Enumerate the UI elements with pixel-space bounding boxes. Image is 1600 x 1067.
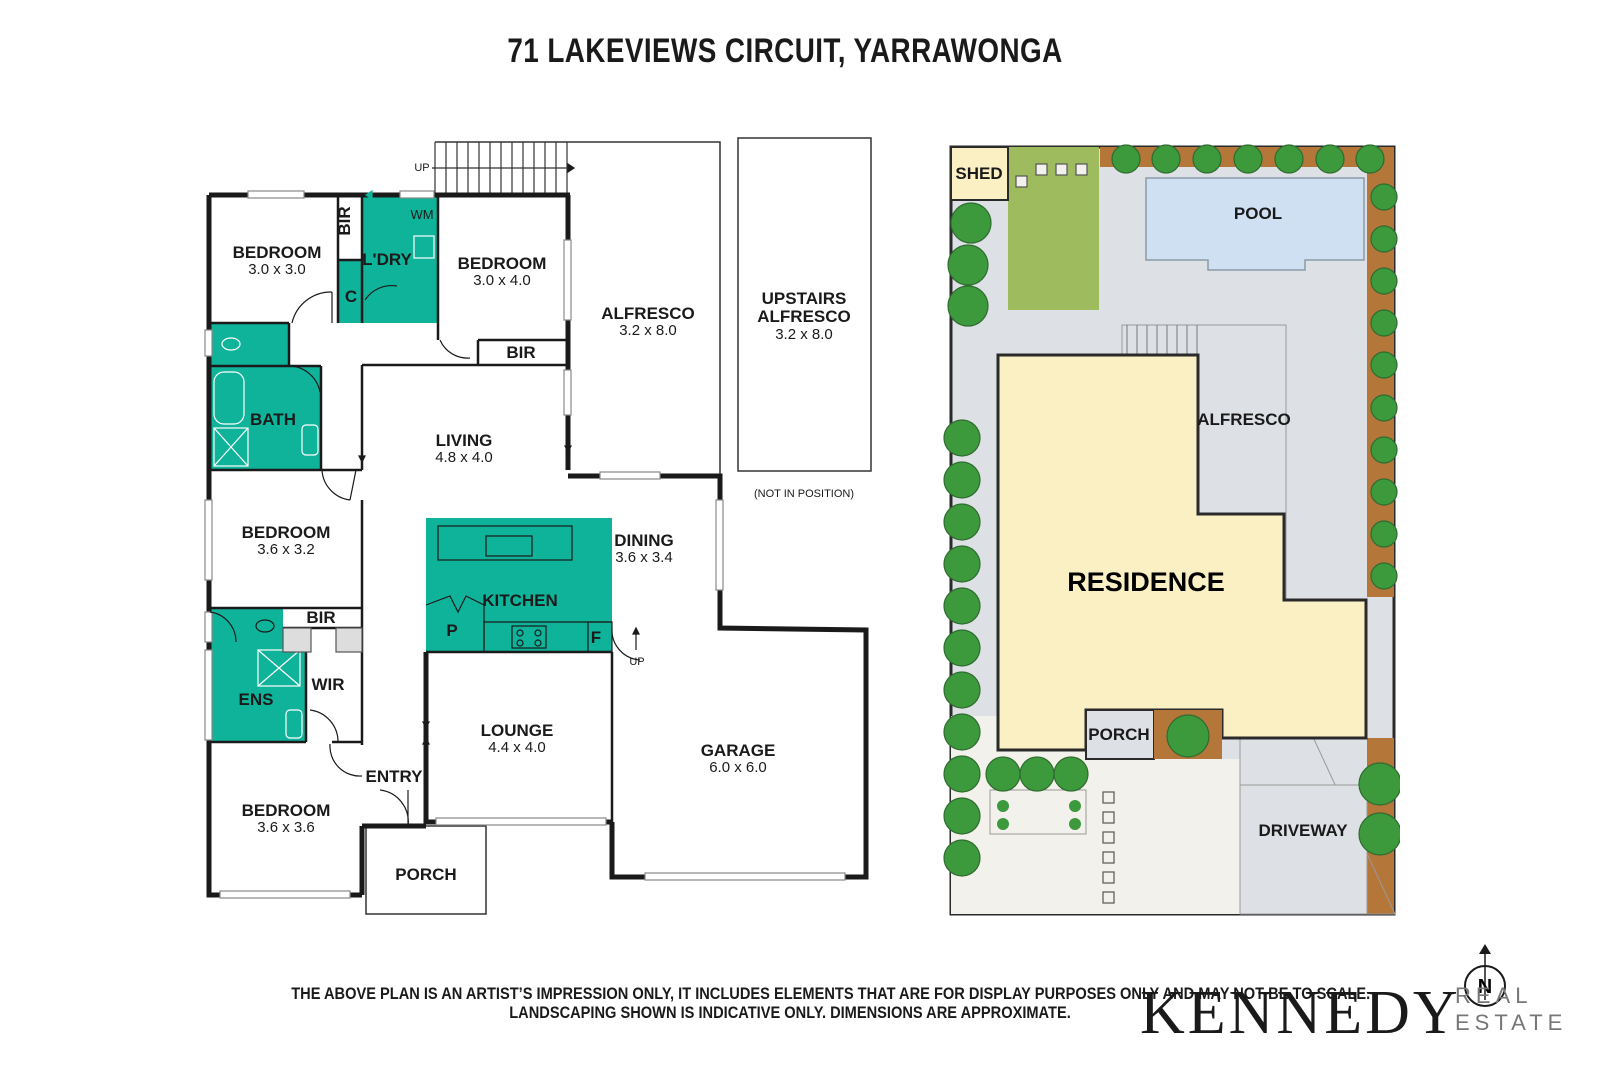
label-up-stairs: UP xyxy=(414,162,429,174)
room-label-upstairs: UPSTAIRS xyxy=(762,289,847,308)
room-dim-bedroom-1: 3.0 x 3.0 xyxy=(248,261,306,278)
room-label-bedroom-3: BEDROOM xyxy=(242,523,331,542)
stairs xyxy=(434,142,570,195)
site-label-shed: SHED xyxy=(955,164,1002,183)
label-pantry: P xyxy=(446,621,457,640)
small-plants xyxy=(997,800,1081,830)
site-porch xyxy=(1085,709,1155,760)
label-ens: ENS xyxy=(239,690,274,709)
room-dim-bedroom-4: 3.6 x 3.6 xyxy=(257,819,315,836)
label-wir: WIR xyxy=(311,675,344,694)
label-up-step: UP xyxy=(629,656,644,668)
stepping-stones xyxy=(1015,163,1115,904)
room-label-bedroom-1: BEDROOM xyxy=(233,243,322,262)
compass-n: N xyxy=(1478,976,1492,998)
trees xyxy=(943,144,1400,877)
room-label-bedroom-4: BEDROOM xyxy=(242,801,331,820)
label-bath: BATH xyxy=(250,410,296,429)
interior-walls xyxy=(209,195,614,822)
floor-plan: BEDROOM 3.0 x 3.0 BEDROOM 3.0 x 4.0 ALFR… xyxy=(204,137,872,915)
room-dim-garage: 6.0 x 6.0 xyxy=(709,759,767,776)
room-label-living: LIVING xyxy=(436,431,493,450)
room-label-alfresco: ALFRESCO xyxy=(601,304,695,323)
room-label-dining: DINING xyxy=(614,531,674,550)
shed xyxy=(950,146,1009,201)
site-labels: SHED POOL ALFRESCO RESIDENCE PORCH DRIVE… xyxy=(955,164,1348,840)
brand-sub-estate: ESTATE xyxy=(1455,1010,1568,1035)
brand-sub-real: REAL xyxy=(1455,983,1533,1008)
disclaimer-line-2: LANDSCAPING SHOWN IS INDICATIVE ONLY. DI… xyxy=(509,1003,1071,1022)
upstairs-alfresco-box xyxy=(737,137,872,472)
disclaimer-line-1: THE ABOVE PLAN IS AN ARTIST’S IMPRESSION… xyxy=(291,984,1371,1003)
site-label-pool: POOL xyxy=(1234,204,1282,223)
not-in-position-note: (NOT IN POSITION) xyxy=(754,488,854,500)
north-compass: N xyxy=(1464,944,1506,1007)
site-label-porch: PORCH xyxy=(1088,725,1149,744)
site-label-alfresco: ALFRESCO xyxy=(1197,410,1291,429)
room-dim-dining: 3.6 x 3.4 xyxy=(615,549,673,566)
page-title: 71 LAKEVIEWS CIRCUIT, YARRAWONGA xyxy=(507,32,1063,70)
site-label-driveway: DRIVEWAY xyxy=(1258,821,1348,840)
direction-arrows xyxy=(358,162,640,770)
room-label-lounge: LOUNGE xyxy=(481,721,554,740)
driveway xyxy=(1239,784,1368,915)
pool xyxy=(1145,177,1365,271)
room-dim-upstairs-alfresco: 3.2 x 8.0 xyxy=(775,326,833,343)
label-porch: PORCH xyxy=(395,865,456,884)
room-dim-bedroom-3: 3.6 x 3.2 xyxy=(257,541,315,558)
label-fridge: F xyxy=(591,628,601,647)
room-labels: BEDROOM 3.0 x 3.0 BEDROOM 3.0 x 4.0 ALFR… xyxy=(233,162,854,884)
label-bir-2: BIR xyxy=(506,343,535,362)
label-bir-3: BIR xyxy=(306,608,335,627)
room-dim-lounge: 4.4 x 4.0 xyxy=(488,739,546,756)
site-stairs xyxy=(1126,325,1198,355)
site-plan: SHED POOL ALFRESCO RESIDENCE PORCH DRIVE… xyxy=(943,144,1400,916)
room-label-bedroom-2: BEDROOM xyxy=(458,254,547,273)
label-kitchen: KITCHEN xyxy=(482,591,558,610)
site-label-residence: RESIDENCE xyxy=(1067,567,1225,597)
room-dim-bedroom-2: 3.0 x 4.0 xyxy=(473,272,531,289)
room-dim-living: 4.8 x 4.0 xyxy=(435,449,493,466)
label-wm: WM xyxy=(410,207,433,222)
label-c: C xyxy=(345,287,357,306)
label-entry: ENTRY xyxy=(366,767,424,786)
label-laundry: L'DRY xyxy=(362,250,412,269)
brand-logo: KENNEDY xyxy=(1140,979,1461,1047)
fixtures xyxy=(213,235,613,739)
room-dim-alfresco: 3.2 x 8.0 xyxy=(619,322,677,339)
windows xyxy=(204,190,846,899)
room-label-upstairs-alfresco: ALFRESCO xyxy=(757,307,851,326)
room-label-garage: GARAGE xyxy=(701,741,776,760)
label-bir-1: BIR xyxy=(335,206,354,235)
